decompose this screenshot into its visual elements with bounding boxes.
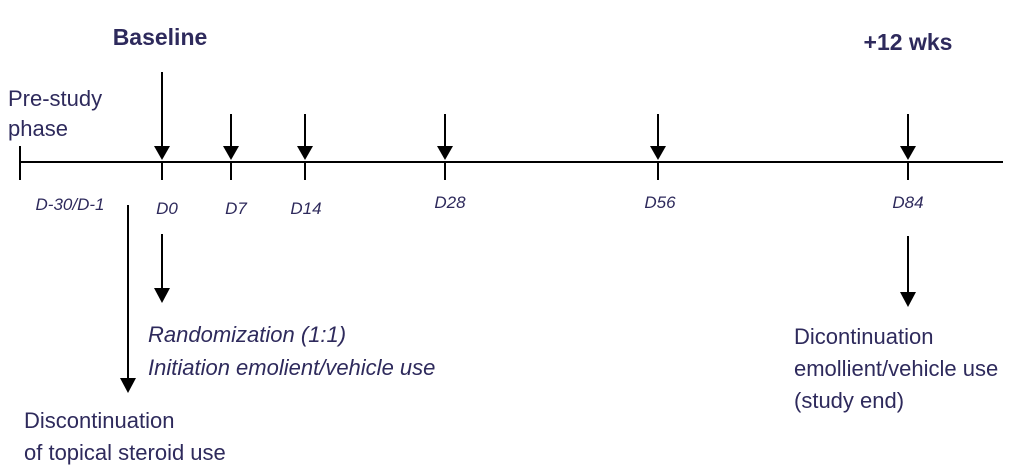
randomization-note-line2: Initiation emolient/vehicle use (148, 355, 435, 380)
baseline-header: Baseline (113, 24, 208, 50)
d28-marker (437, 114, 453, 180)
study-end-note-line1: Dicontinuation (794, 324, 933, 349)
tick-label-d84: D84 (892, 193, 923, 212)
tick-label-d0: D0 (156, 199, 178, 218)
randomization-note-line1: Randomization (1:1) (148, 322, 346, 347)
tick-label-d28: D28 (434, 193, 466, 212)
end-header: +12 wks (864, 29, 953, 55)
steroid-note-line1: Discontinuation (24, 408, 174, 433)
d56-marker (650, 114, 666, 180)
study-end-note-line3: (study end) (794, 388, 904, 413)
steroid-note-line2: of topical steroid use (24, 440, 226, 465)
tick-label-d14: D14 (290, 199, 321, 218)
pre-study-label-line1: Pre-study (8, 86, 102, 111)
tick-label-d7: D7 (225, 199, 247, 218)
pre-study-label-line2: phase (8, 116, 68, 141)
study-end-arrow (900, 236, 916, 307)
steroid-discontinuation-arrow (120, 205, 136, 393)
d84-marker (900, 114, 916, 180)
tick-label-pre: D-30/D-1 (36, 195, 105, 214)
tick-label-d56: D56 (644, 193, 676, 212)
d14-marker (297, 114, 313, 180)
study-end-note-line2: emollient/vehicle use (794, 356, 998, 381)
randomization-arrow (154, 234, 170, 303)
baseline-arrow-head (154, 146, 170, 160)
d7-marker (223, 114, 239, 180)
